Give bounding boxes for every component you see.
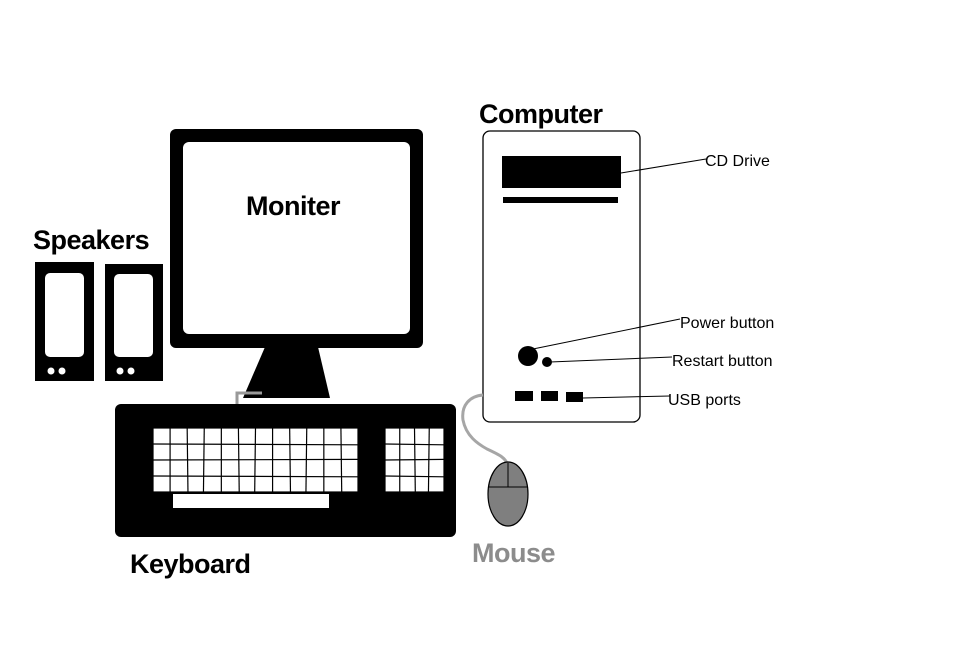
power-button <box>518 346 538 366</box>
mouse <box>487 461 529 527</box>
keyboard-numpad <box>384 427 445 493</box>
keyboard <box>115 404 456 537</box>
keyboard-label: Keyboard <box>130 549 251 579</box>
monitor <box>170 129 423 398</box>
usb-port <box>515 391 533 401</box>
cd-drive-leader <box>620 158 707 174</box>
keyboard-cable <box>235 391 262 405</box>
moniter-label: Moniter <box>246 191 341 221</box>
power-button-leader <box>532 318 681 350</box>
usb-ports-leader <box>582 395 671 399</box>
restart-button-label: Restart button <box>672 353 773 370</box>
mouse-label: Mouse <box>472 538 555 568</box>
cd-drive-label: CD Drive <box>705 153 770 170</box>
restart-button-leader <box>549 356 673 363</box>
usb-port <box>566 392 583 402</box>
right-speaker <box>105 264 163 381</box>
leader-lines <box>532 158 707 399</box>
usb-port <box>541 391 558 401</box>
mouse-cable <box>461 393 510 467</box>
cd-drive <box>502 156 621 188</box>
speakers <box>35 262 163 381</box>
monitor-screen <box>183 142 410 334</box>
restart-button <box>542 357 552 367</box>
speakers-label: Speakers <box>33 225 149 255</box>
monitor-stand <box>243 347 330 398</box>
drive-slot <box>503 197 618 203</box>
computer-tower <box>482 130 641 423</box>
usb-ports-label: USB ports <box>668 392 741 409</box>
power-button-label: Power button <box>680 315 774 332</box>
keyboard-spacebar <box>173 494 329 508</box>
keyboard-main-keys <box>152 427 359 493</box>
computer-label: Computer <box>479 99 603 129</box>
left-speaker <box>35 262 94 381</box>
